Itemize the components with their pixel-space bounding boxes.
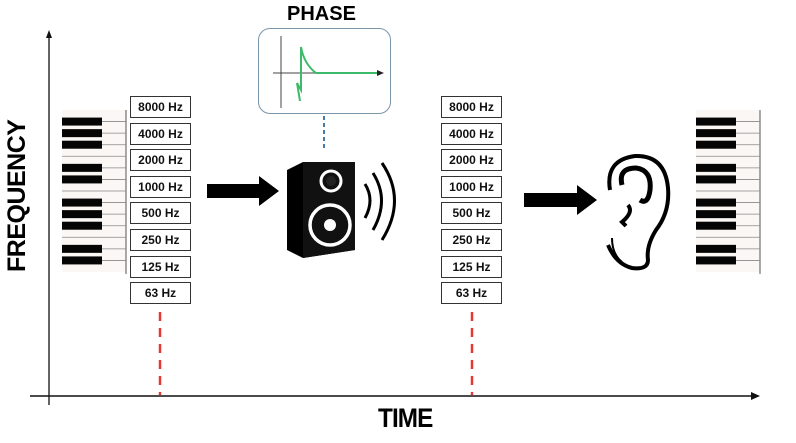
x-axis-label: TIME [378, 403, 433, 433]
black-key [696, 244, 736, 253]
black-key [696, 198, 736, 207]
frequency-band-box: 1000 Hz [441, 175, 502, 198]
frequency-band-box: 250 Hz [130, 229, 191, 251]
sound-wave-icon [371, 172, 383, 231]
black-key [696, 129, 736, 138]
frequency-band-box: 125 Hz [441, 255, 502, 278]
frequency-band-box: 8000 Hz [441, 96, 502, 118]
black-key [696, 163, 736, 172]
black-key [62, 198, 102, 207]
arrow-right-icon [524, 185, 597, 215]
x-axis-arrowhead [751, 392, 760, 400]
black-key [696, 256, 736, 265]
sound-wave-icon [380, 162, 396, 241]
black-key [696, 140, 736, 149]
frequency-band-box: 500 Hz [441, 202, 502, 225]
black-key [696, 175, 736, 184]
phase-plot-arrowhead [377, 70, 384, 76]
black-key [62, 163, 102, 172]
frequency-band-box: 250 Hz [441, 229, 502, 251]
black-key [696, 221, 736, 230]
frequency-band-box: 4000 Hz [130, 122, 191, 145]
black-key [62, 210, 102, 219]
frequency-band-box: 63 Hz [130, 282, 191, 305]
frequency-band-box: 125 Hz [130, 255, 191, 278]
frequency-band-box: 1000 Hz [130, 175, 191, 198]
frequency-band-box: 2000 Hz [130, 149, 191, 172]
phase-curve [296, 46, 377, 94]
frequency-band-box: 500 Hz [130, 202, 191, 225]
black-key [62, 244, 102, 253]
black-key [62, 175, 102, 184]
phase-title: PHASE [287, 3, 356, 25]
phase-curve-dip [296, 82, 301, 102]
black-key [62, 221, 102, 230]
frequency-band-box: 4000 Hz [441, 122, 502, 145]
black-key [696, 210, 736, 219]
frequency-band-box: 8000 Hz [130, 96, 191, 118]
sound-wave-icon [363, 183, 372, 219]
frequency-band-box: 63 Hz [441, 282, 502, 305]
phase-panel [258, 28, 391, 114]
black-key [62, 256, 102, 265]
frequency-band-box: 2000 Hz [441, 149, 502, 172]
black-key [62, 117, 102, 126]
arrow-right-icon [207, 176, 279, 206]
y-axis-arrowhead [46, 30, 52, 38]
black-key [62, 129, 102, 138]
black-key [696, 117, 736, 126]
black-key [62, 140, 102, 149]
